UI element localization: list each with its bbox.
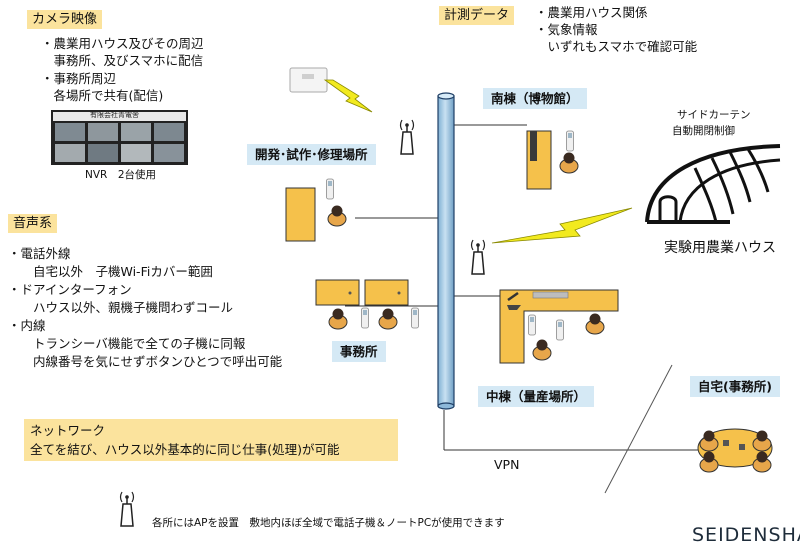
- access-point-legend-icon: [119, 491, 135, 527]
- dev-area-desk: [285, 178, 347, 242]
- measure-line-2: ・気象情報: [535, 22, 598, 37]
- camera-monitor: [51, 110, 188, 165]
- camera-line-2: 事務所、及びスマホに配信: [41, 53, 204, 68]
- wireless-bolt-sensor: [323, 79, 373, 113]
- person-icon: [327, 205, 347, 227]
- backbone-pipe: [437, 92, 455, 410]
- person-icon: [378, 308, 398, 330]
- wireless-bolt-greenhouse: [491, 207, 633, 244]
- greenhouse-label: 実験用農業ハウス: [664, 240, 776, 256]
- footer-note: 各所にはAPを設置 敷地内ほぼ全域で電話子機＆ノートPCが使用できます: [152, 517, 505, 529]
- camera-line-1: ・農業用ハウス及びその周辺: [41, 36, 204, 51]
- audio-line-3: ・ドアインターフォン: [8, 282, 132, 297]
- greenhouse-icon: [645, 144, 781, 224]
- audio-line-7: 内線番号を気にせずボタンひとつで呼出可能: [8, 354, 283, 369]
- camera-line-4: 各場所で共有(配信): [41, 88, 164, 103]
- audio-line-5: ・内線: [8, 318, 46, 333]
- person-icon: [328, 308, 348, 330]
- south-building-label: 南棟（博物館）: [483, 88, 587, 109]
- camera-line-3: ・事務所周辺: [41, 71, 117, 86]
- greenhouse-control-line-1: サイドカーテン: [677, 109, 751, 121]
- audio-title: 音声系: [8, 214, 58, 233]
- weather-sensor-box: [289, 67, 328, 93]
- measure-line-3: いずれもスマホで確認可能: [535, 39, 698, 54]
- handset-icon: [556, 319, 564, 341]
- access-point-icon: [399, 119, 415, 155]
- brand-logo: SEIDENSHA: [692, 524, 800, 546]
- camera-title: カメラ映像: [27, 10, 103, 29]
- middle-building-label: 中棟（量産場所）: [478, 386, 595, 407]
- camera-screen-caption: 有限会社青電舎: [90, 111, 139, 119]
- measure-line-1: ・農業用ハウス関係: [535, 5, 648, 20]
- home-table: [697, 428, 773, 473]
- handset-icon: [326, 178, 334, 200]
- home-label: 自宅(事務所): [690, 376, 780, 397]
- handset-icon: [361, 307, 369, 329]
- office-label: 事務所: [332, 341, 386, 362]
- nvr-label: NVR 2台使用: [85, 169, 157, 181]
- vpn-label: VPN: [494, 457, 520, 472]
- office-desks: [315, 279, 419, 330]
- connection-lines: [345, 124, 700, 494]
- person-icon: [585, 313, 605, 335]
- person-icon: [559, 152, 579, 174]
- greenhouse-control-line-2: 自動開閉制御: [672, 125, 735, 137]
- measure-title: 計測データ: [439, 6, 515, 25]
- access-point-icon: [470, 239, 486, 275]
- handset-icon: [411, 307, 419, 329]
- network-title: ネットワーク: [30, 423, 106, 438]
- south-building-desk: [526, 130, 579, 190]
- handset-icon: [566, 130, 574, 152]
- dev-area-label: 開発･試作･修理場所: [247, 144, 376, 165]
- person-icon: [532, 339, 552, 361]
- audio-line-4: ハウス以外、親機子機問わずコール: [8, 300, 234, 315]
- middle-building-desk: [499, 289, 619, 364]
- audio-line-6: トランシーバ機能で全ての子機に同報: [8, 336, 246, 351]
- handset-icon: [528, 314, 536, 336]
- network-line: 全てを結び、ハウス以外基本的に同じ仕事(処理)が可能: [30, 442, 340, 457]
- network-box: ネットワーク 全てを結び、ハウス以外基本的に同じ仕事(処理)が可能: [24, 419, 398, 461]
- audio-line-1: ・電話外線: [8, 246, 71, 261]
- audio-line-2: 自宅以外 子機Wi-Fiカバー範囲: [8, 264, 213, 279]
